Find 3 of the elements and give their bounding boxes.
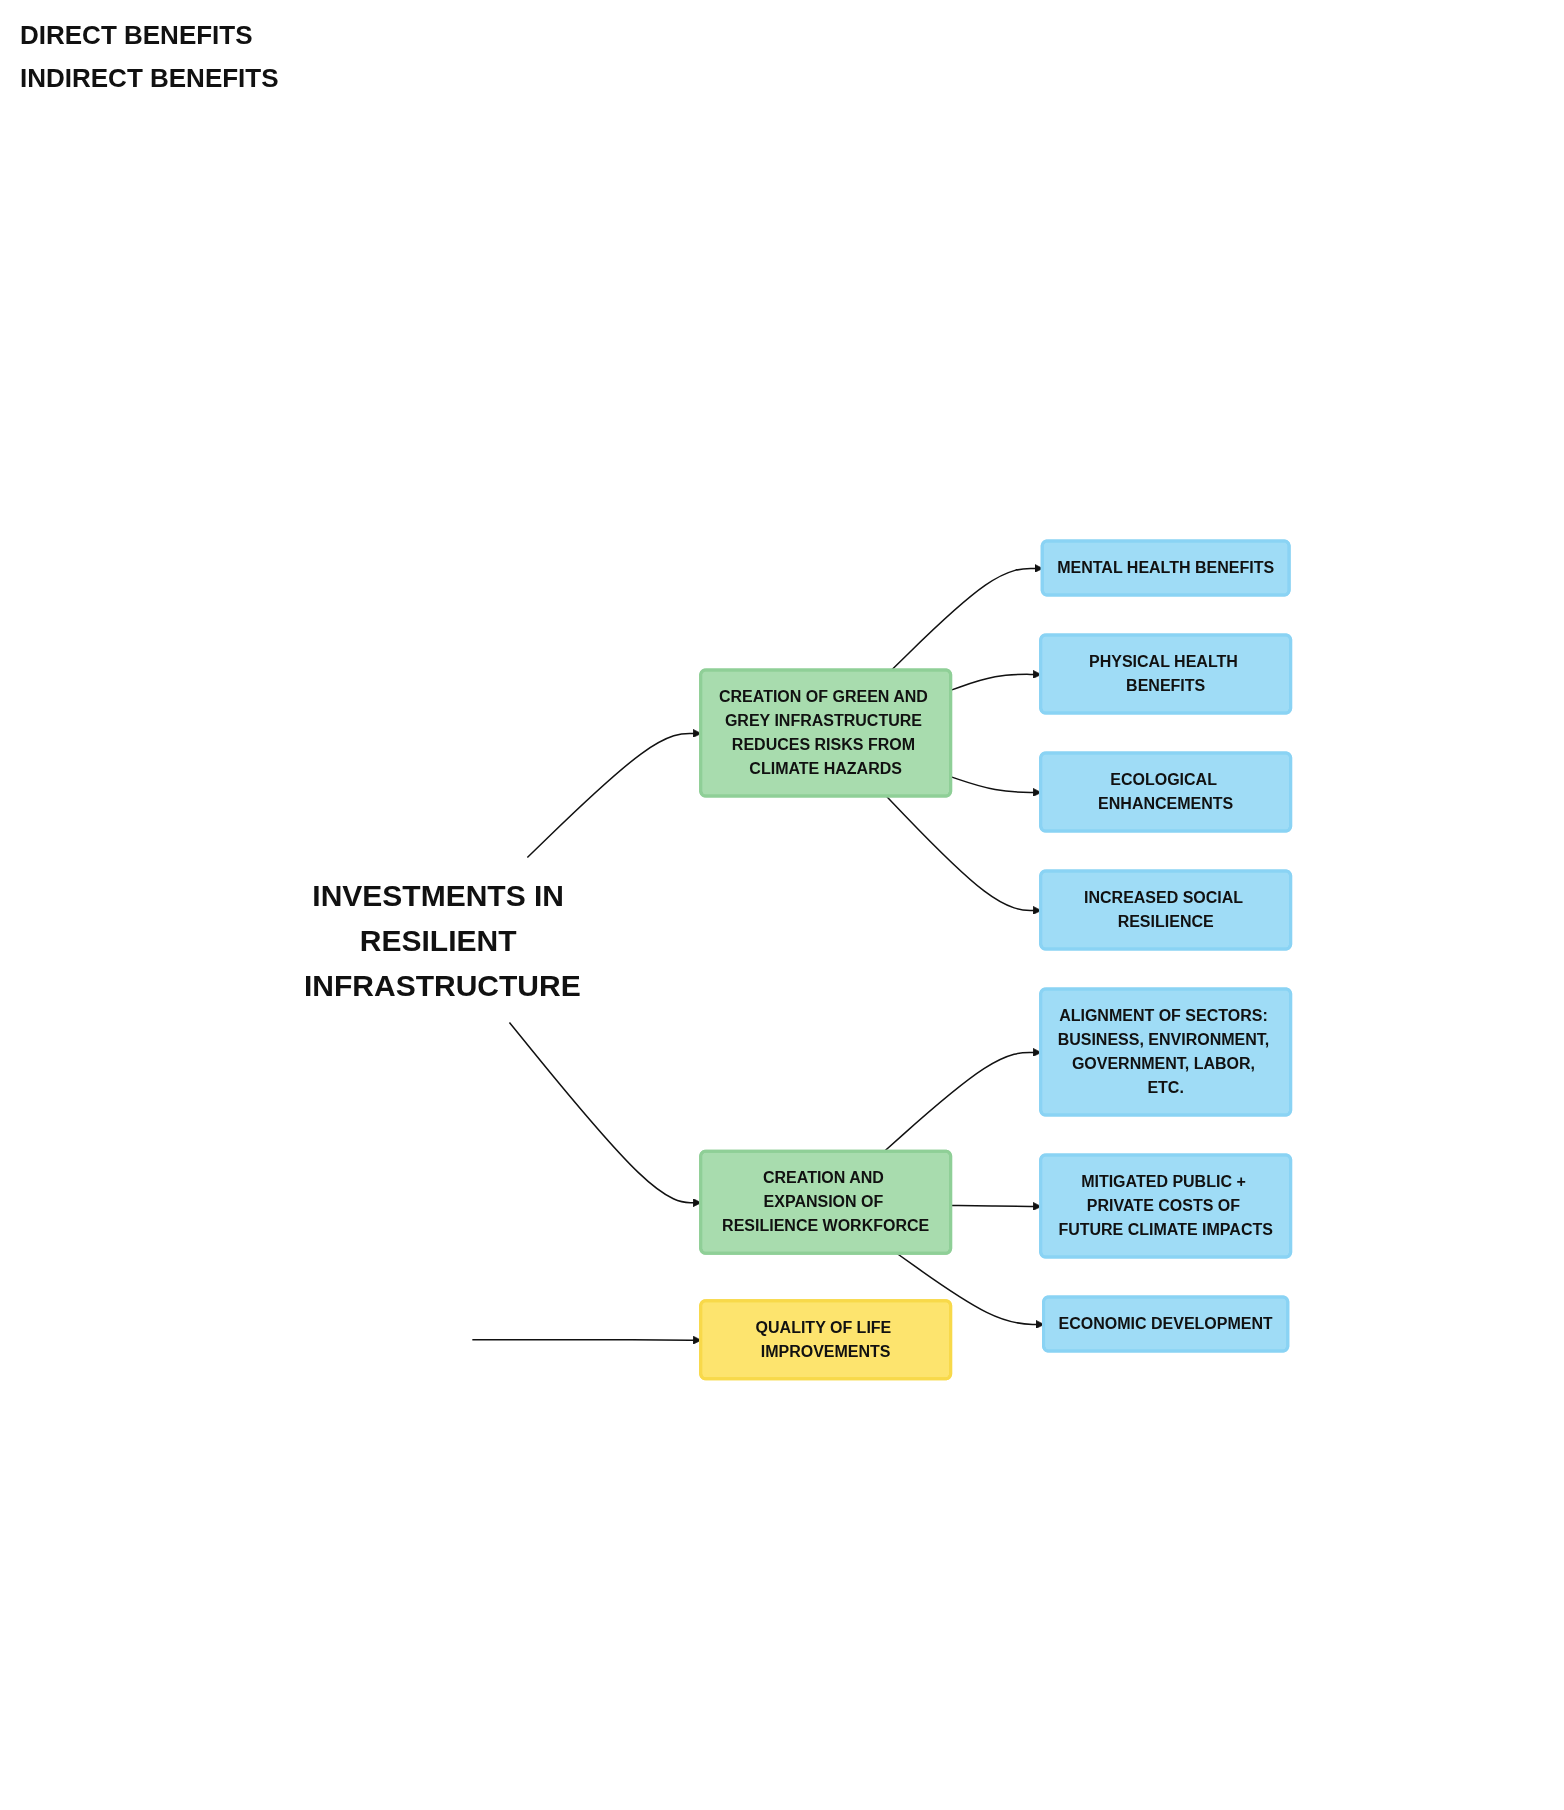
section-label: INDIRECT BENEFITS (20, 63, 279, 94)
node-text: INVESTMENTS IN RESILIENT INFRASTRUCTURE (303, 878, 581, 1002)
section-label: DIRECT BENEFITS (20, 20, 254, 51)
